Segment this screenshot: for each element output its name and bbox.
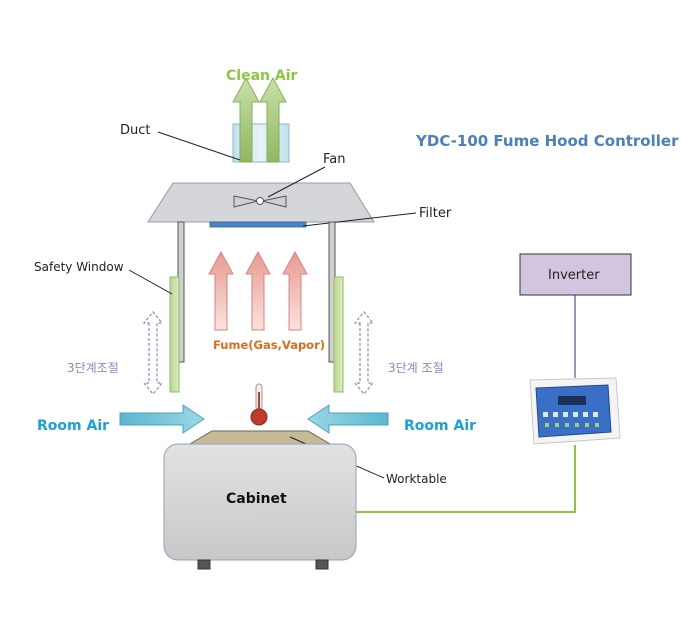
- room-air-arrow-left: [119, 404, 205, 434]
- cabinet-foot-right: [315, 559, 329, 570]
- fan-icon: [233, 195, 287, 208]
- worktable-label: Worktable: [386, 472, 447, 486]
- fume-arrow-2: [245, 250, 271, 331]
- clean-air-label: Clean Air: [226, 68, 297, 84]
- safety-window-label: Safety Window: [34, 260, 124, 274]
- diagram-title: YDC-100 Fume Hood Controller: [415, 132, 679, 150]
- safety-window-left: [169, 276, 180, 393]
- step-right-label: 3단계 조절: [388, 361, 444, 375]
- clean-air-arrow-left: [232, 76, 260, 163]
- cable-cabinet-controller: [356, 445, 576, 513]
- cabinet: [163, 443, 357, 561]
- room-air-arrow-right: [307, 404, 389, 434]
- filter-label: Filter: [419, 206, 452, 221]
- room-air-right-label: Room Air: [404, 418, 476, 434]
- cabinet-label: Cabinet: [226, 491, 287, 507]
- fume-arrow-1: [208, 250, 234, 331]
- fan-leader-line: [267, 166, 326, 198]
- clean-air-arrow-right: [259, 76, 287, 163]
- step-arrow-left: [142, 311, 164, 395]
- duct-label: Duct: [120, 123, 151, 138]
- fan-label: Fan: [323, 152, 346, 167]
- cabinet-foot-left: [197, 559, 211, 570]
- worktable: [188, 430, 332, 445]
- fume-arrow-3: [282, 250, 308, 331]
- inverter-label: Inverter: [548, 268, 600, 283]
- step-left-label: 3단계조절: [67, 361, 119, 375]
- fume-label: Fume(Gas,Vapor): [213, 338, 325, 352]
- step-arrow-right: [353, 311, 375, 395]
- filter-leader-line: [302, 212, 417, 227]
- filter: [209, 221, 307, 228]
- thermometer-icon: [250, 383, 268, 426]
- safety-window-leader-line: [128, 269, 173, 295]
- controller-device-icon: [529, 377, 621, 445]
- safety-window-right: [333, 276, 344, 393]
- room-air-left-label: Room Air: [37, 418, 109, 434]
- duct-leader-line: [157, 131, 241, 161]
- inverter-box: [519, 253, 632, 296]
